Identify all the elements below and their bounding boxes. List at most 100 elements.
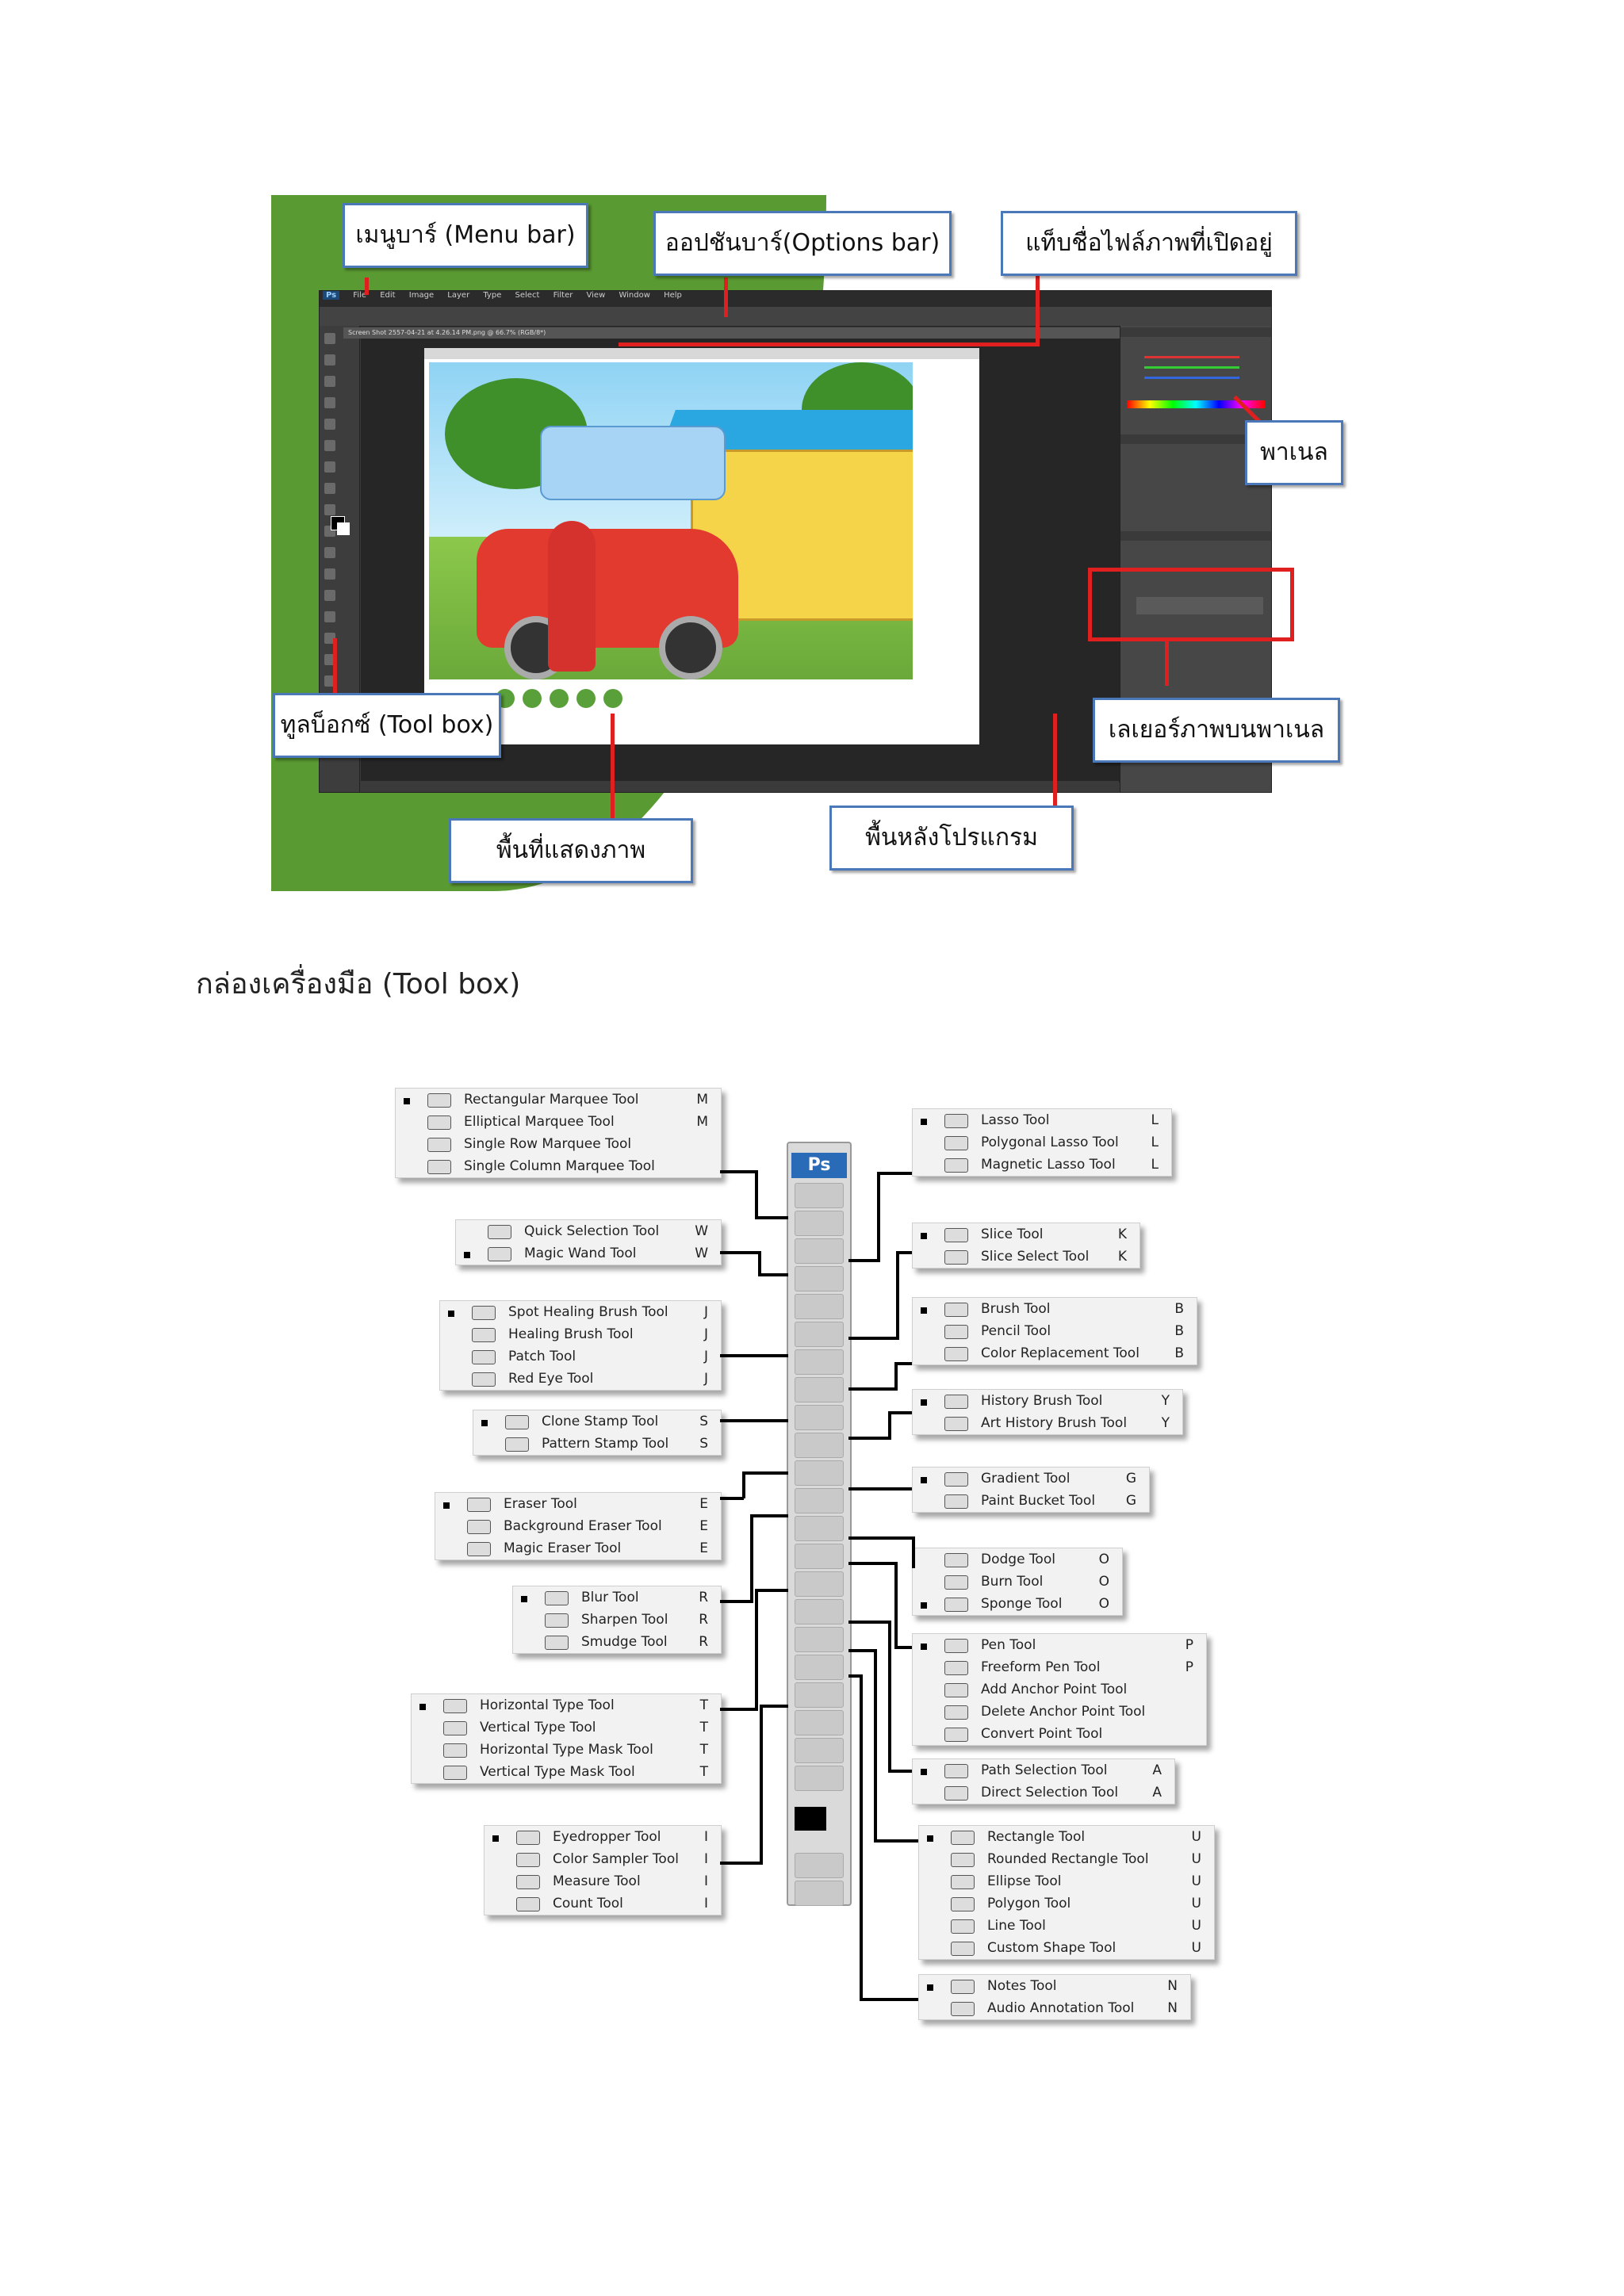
file-tab[interactable]: Screen Shot 2557-04-21 at 4.26.14 PM.png…	[343, 327, 1173, 339]
tool-row[interactable]: Single Row Marquee Tool	[396, 1133, 721, 1155]
tool-type[interactable]	[795, 1599, 844, 1624]
tool-eyedropper[interactable]	[795, 1710, 844, 1735]
tool-blur[interactable]	[795, 1516, 844, 1541]
tool-brush[interactable]	[795, 1377, 844, 1402]
background-layer[interactable]	[1136, 597, 1263, 614]
tool-pen[interactable]	[795, 1571, 844, 1597]
tool-screen-mode[interactable]	[795, 1881, 844, 1906]
tool-stamp[interactable]	[795, 1405, 844, 1430]
connector	[750, 1514, 753, 1603]
menu-layer[interactable]: Layer	[447, 291, 470, 300]
tool-quick-selection[interactable]	[795, 1266, 844, 1292]
foreground-color-swatch[interactable]	[795, 1807, 826, 1831]
connector	[848, 1259, 879, 1262]
tool-row[interactable]: Convert Point Tool	[913, 1723, 1206, 1745]
color-sampler-icon	[516, 1853, 540, 1867]
tool-hand[interactable]	[795, 1738, 844, 1763]
tool-healing[interactable]	[795, 1349, 844, 1375]
tool-slice[interactable]	[795, 1322, 844, 1347]
tool-crop[interactable]	[795, 1294, 844, 1319]
menu-image[interactable]: Image	[408, 291, 435, 300]
menu-filter[interactable]: Filter	[553, 291, 573, 300]
tool-notes[interactable]	[795, 1682, 844, 1708]
menu-type[interactable]: Type	[483, 291, 502, 300]
tool-eraser[interactable]	[795, 1460, 844, 1486]
rounded-rectangle-icon	[951, 1853, 975, 1867]
tool-move[interactable]	[795, 1183, 844, 1208]
tool-row[interactable]: Delete Anchor Point Tool	[913, 1701, 1206, 1723]
menu-file[interactable]: File	[353, 291, 367, 300]
tool-dodge[interactable]	[795, 1544, 844, 1569]
tool-path-selection[interactable]	[795, 1627, 844, 1652]
tool-quick-mask[interactable]	[795, 1853, 844, 1878]
tool-shape[interactable]	[795, 1655, 844, 1680]
tool-row[interactable]: Add Anchor Point Tool	[913, 1678, 1206, 1701]
tool-history-brush[interactable]	[795, 1433, 844, 1458]
background-color-swatch[interactable]	[337, 522, 350, 535]
tool-zoom[interactable]	[795, 1766, 844, 1791]
menu-window[interactable]: Window	[619, 291, 650, 300]
menu-select[interactable]: Select	[515, 291, 540, 300]
tool-row[interactable]: Single Column Marquee Tool	[396, 1155, 721, 1177]
tool-marquee[interactable]	[795, 1211, 844, 1236]
tool-gradient[interactable]	[795, 1488, 844, 1513]
tool-lasso[interactable]	[795, 1238, 844, 1264]
add-anchor-point-icon	[944, 1683, 968, 1697]
menu-view[interactable]: View	[586, 291, 606, 300]
menu-help[interactable]: Help	[664, 291, 682, 300]
menu-edit[interactable]: Edit	[380, 291, 396, 300]
